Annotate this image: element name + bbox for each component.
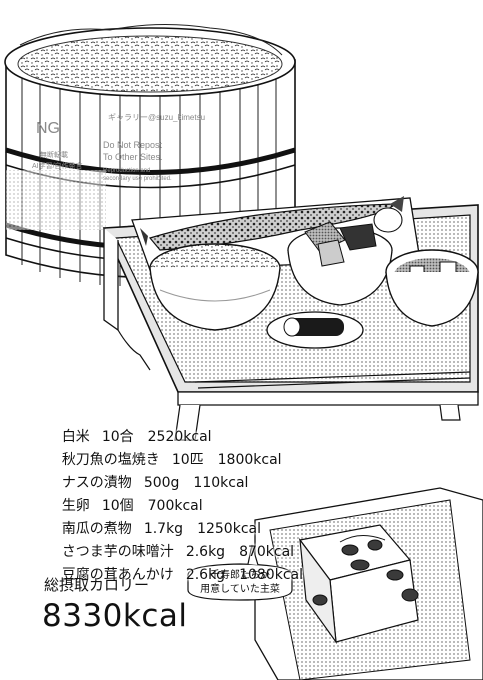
item-calories: 1080kcal [239,567,303,583]
miso-soup-bowl [385,249,479,327]
total-calories-value: 8330kcal [42,598,188,634]
pumpkin-bowl [287,221,393,306]
item-quantity: 10合 [101,429,134,445]
item-calories: 2520kcal [147,429,212,445]
eggplant-pickle-dish [266,311,364,349]
item-quantity: 2.6kg [185,544,226,560]
item-name: 南瓜の煮物 [61,521,132,537]
item-quantity: 2.6kg [185,567,226,583]
watermark-handle: ギャラリー@suzu_kimetsu [108,113,206,122]
watermark-repro-2: secondary use prohibited. [103,176,172,182]
item-name: 生卵 [61,498,90,514]
list-item: 白米 10合 2520kcal [44,404,212,445]
bubble-line-2: 用意していた主菜 [200,584,280,595]
speech-bubble [187,544,293,601]
list-item: 生卵 10個 700kcal [44,473,203,514]
item-quantity: 1.7kg [143,521,184,537]
bubble-line-1: 千寿郎たちが [210,570,270,581]
item-name: ナスの漬物 [61,475,132,491]
item-name: 秋刀魚の塩焼き [61,452,160,468]
item-calories: 870kcal [239,544,295,560]
list-item: ナスの漬物 500g 110kcal [44,450,249,491]
rice-bowl [149,243,281,331]
watermark-no-repost-en-1: Do Not Repost [103,140,163,150]
watermark-ai-ban-jp: AI学習/自作発言 [32,163,83,170]
item-calories: 700kcal [147,498,203,514]
item-calories: 1800kcal [217,452,282,468]
item-quantity: 10匹 [171,452,204,468]
item-name: 豆腐の茸あんかけ [61,567,174,583]
item-calories: 110kcal [193,475,249,491]
watermark-repro-1: Reproduction and [103,168,151,174]
watermark-no-repost-jp: 無断転載 [40,152,68,159]
tofu-dish [254,487,483,680]
item-quantity: 500g [143,475,180,491]
total-calories-label: 総摂取カロリー [44,576,150,594]
item-calories: 1250kcal [197,521,261,537]
list-item: さつま芋の味噌汁 2.6kg 870kcal [44,519,294,560]
list-item: 南瓜の煮物 1.7kg 1250kcal [44,496,261,537]
speech-bubble-text: 千寿郎たちが 用意していた主菜 [187,569,293,597]
watermark-no-repost-en-2: To Other Sites. [103,152,163,162]
item-name: さつま芋の味噌汁 [61,544,174,560]
list-item: 豆腐の茸あんかけ 2.6kg 1080kcal [44,542,303,583]
item-quantity: 10個 [101,498,134,514]
item-name: 白米 [61,429,90,445]
list-item: 秋刀魚の塩焼き 10匹 1800kcal [44,427,282,468]
watermark-ng: NG [36,120,60,137]
